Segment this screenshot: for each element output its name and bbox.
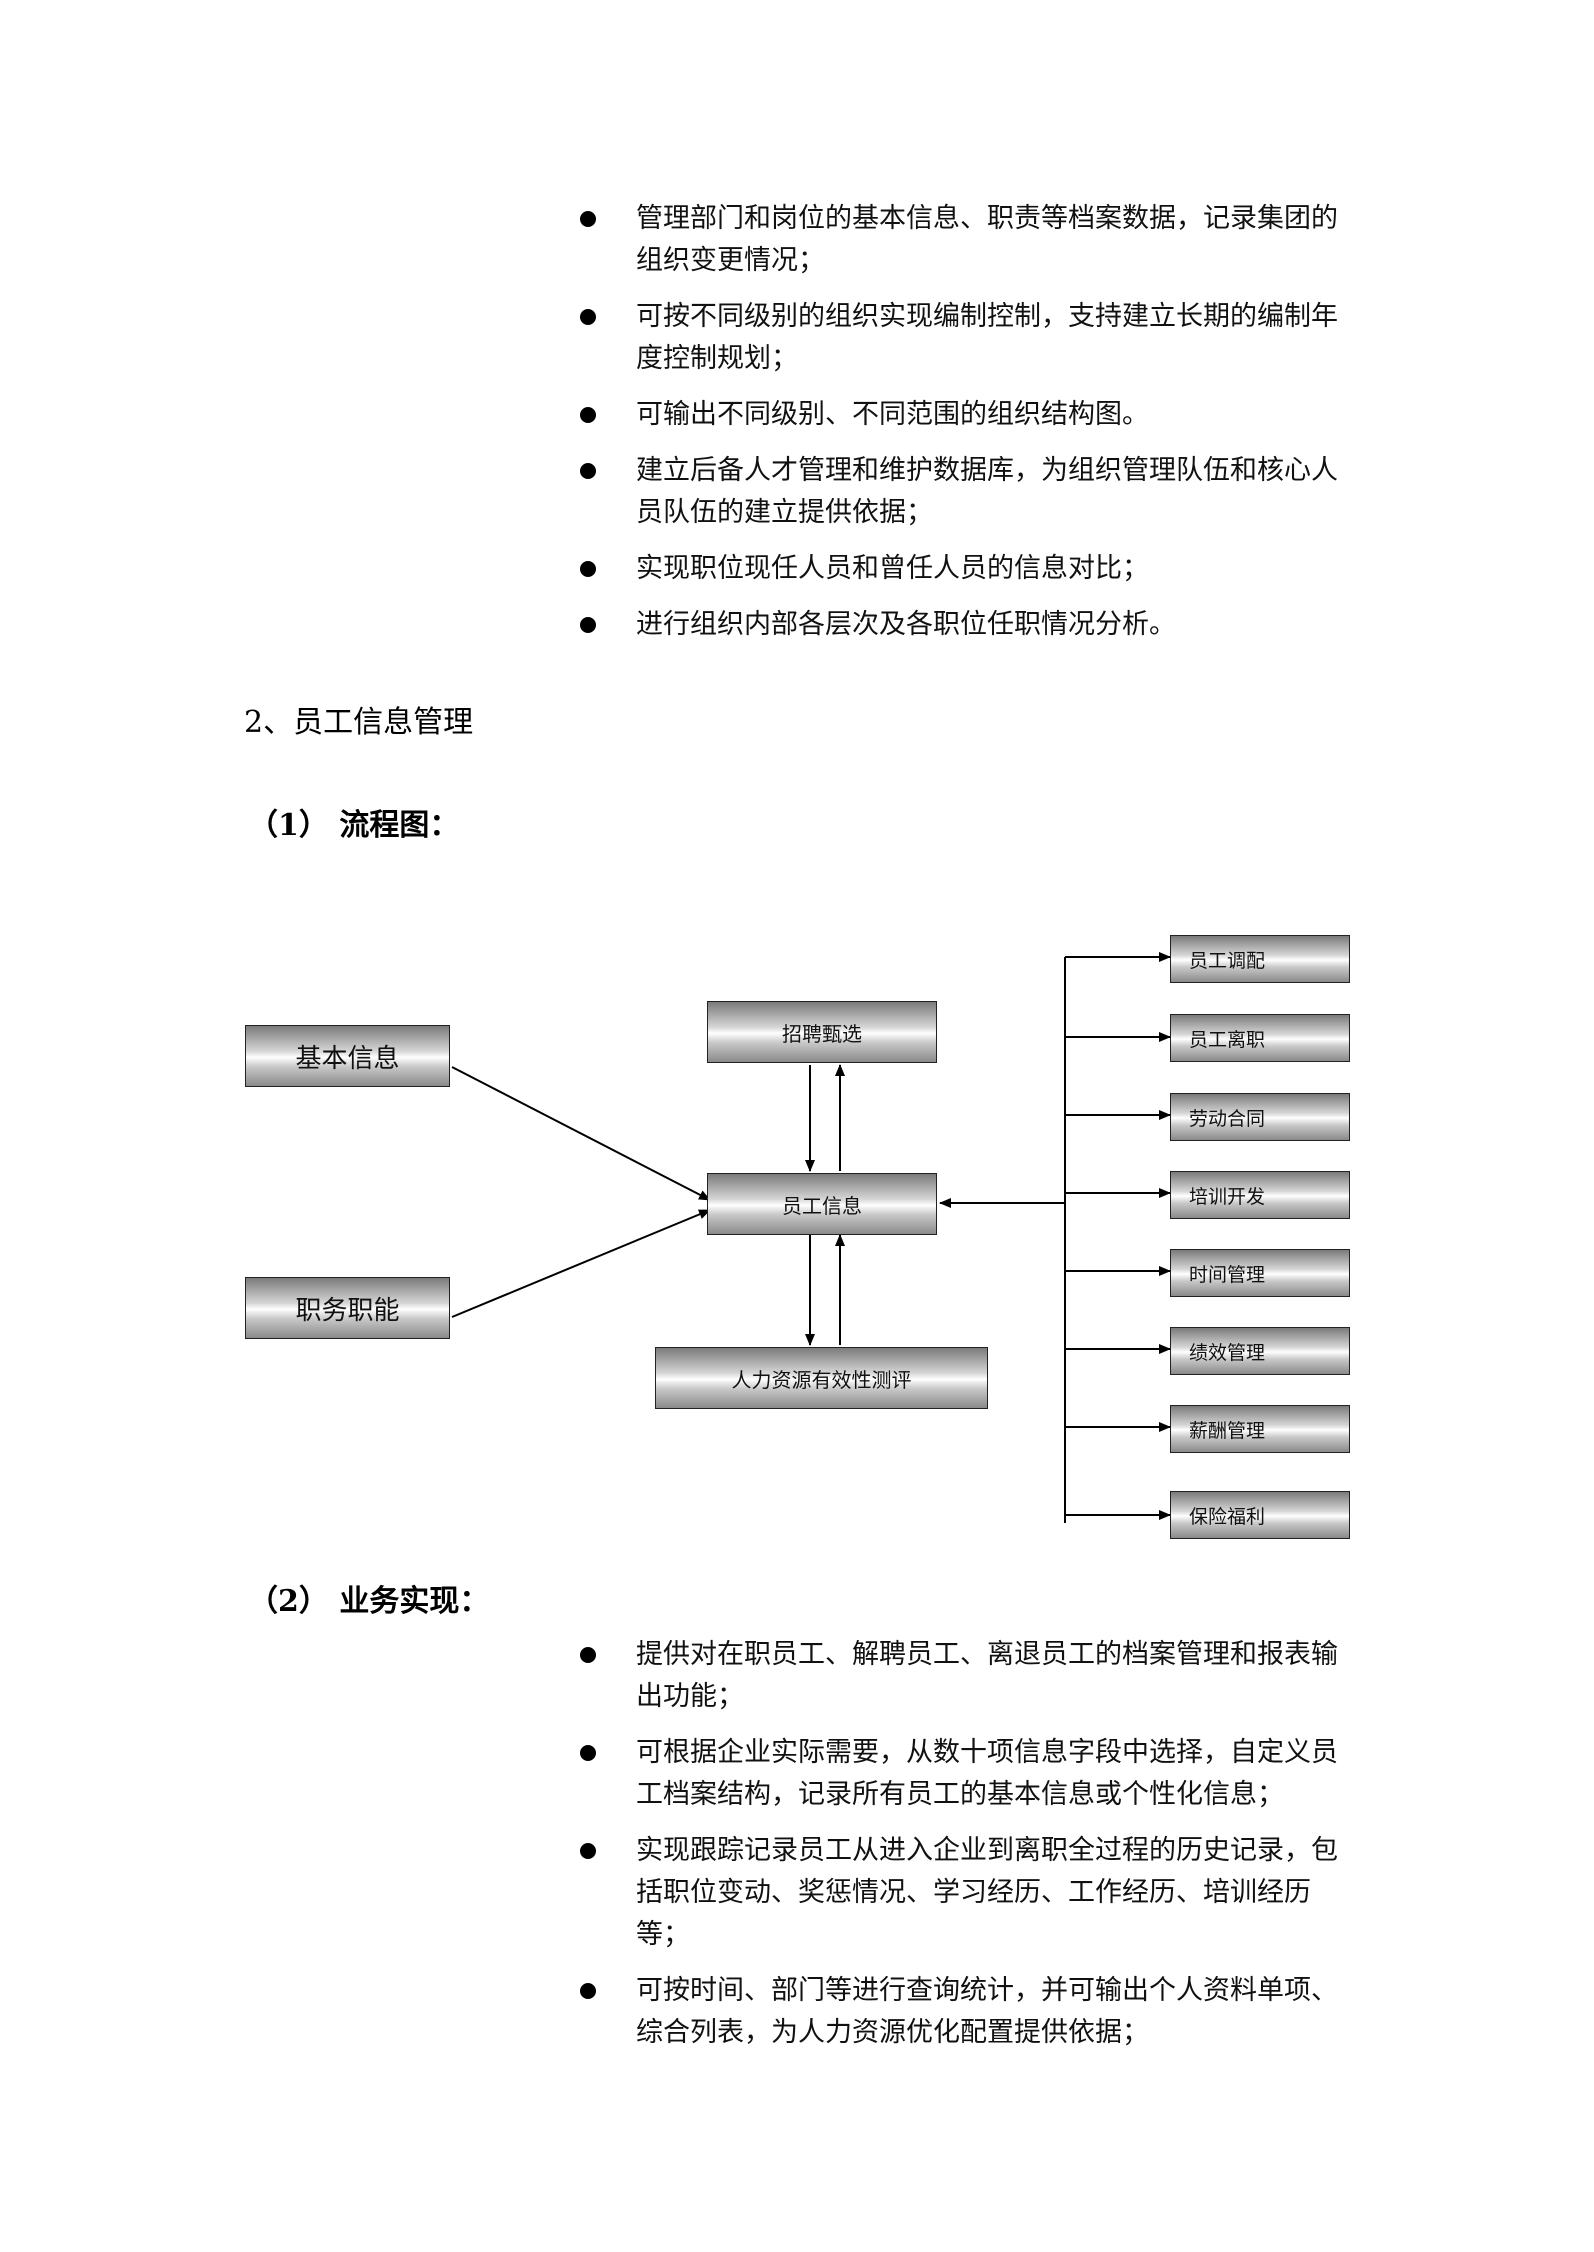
right-node: 劳动合同	[1170, 1093, 1350, 1141]
bullet-icon	[580, 1983, 596, 1999]
bullet-icon	[580, 1843, 596, 1859]
flowchart-connectors	[451, 952, 1171, 1523]
list-item: 实现职位现任人员和曾任人员的信息对比；	[580, 548, 1360, 590]
bottom-bullet-list: 提供对在职员工、解聘员工、离退员工的档案管理和报表输出功能； 可根据企业实际需要…	[580, 1634, 1360, 2068]
implementation-heading: （2） 业务实现：	[248, 1584, 490, 1619]
flowchart-heading: （1） 流程图：	[248, 808, 460, 843]
list-item: 实现跟踪记录员工从进入企业到离职全过程的历史记录，包括职位变动、奖惩情况、学习经…	[580, 1830, 1360, 1956]
right-node: 保险福利	[1170, 1491, 1350, 1539]
bullet-icon	[580, 211, 596, 227]
employee-info-node: 员工信息	[707, 1173, 937, 1235]
section-title: 2、员工信息管理	[244, 705, 474, 740]
bullet-icon	[580, 561, 596, 577]
hr-evaluation-node: 人力资源有效性测评	[655, 1347, 988, 1409]
bullet-icon	[580, 309, 596, 325]
bullet-icon	[580, 463, 596, 479]
right-node: 培训开发	[1170, 1171, 1350, 1219]
bullet-icon	[580, 617, 596, 633]
right-node: 时间管理	[1170, 1249, 1350, 1297]
right-node: 绩效管理	[1170, 1327, 1350, 1375]
bullet-icon	[580, 407, 596, 423]
right-node: 员工离职	[1170, 1014, 1350, 1062]
bullet-icon	[580, 1647, 596, 1663]
right-node: 员工调配	[1170, 935, 1350, 983]
list-item: 进行组织内部各层次及各职位任职情况分析。	[580, 604, 1360, 646]
list-item: 管理部门和岗位的基本信息、职责等档案数据，记录集团的组织变更情况；	[580, 198, 1360, 282]
top-bullet-list: 管理部门和岗位的基本信息、职责等档案数据，记录集团的组织变更情况； 可按不同级别…	[580, 198, 1360, 660]
basic-info-node: 基本信息	[245, 1025, 450, 1087]
list-item: 可输出不同级别、不同范围的组织结构图。	[580, 394, 1360, 436]
list-item: 可按不同级别的组织实现编制控制，支持建立长期的编制年度控制规划；	[580, 296, 1360, 380]
list-item: 可按时间、部门等进行查询统计，并可输出个人资料单项、综合列表，为人力资源优化配置…	[580, 1970, 1360, 2054]
right-node: 薪酬管理	[1170, 1405, 1350, 1453]
bullet-icon	[580, 1745, 596, 1761]
list-item: 可根据企业实际需要，从数十项信息字段中选择，自定义员工档案结构，记录所有员工的基…	[580, 1732, 1360, 1816]
list-item: 提供对在职员工、解聘员工、离退员工的档案管理和报表输出功能；	[580, 1634, 1360, 1718]
job-function-node: 职务职能	[245, 1277, 450, 1339]
flowchart: 基本信息 职务职能 招聘甄选 员工信息 人力资源有效性测评 员工调配 员工离职 …	[240, 925, 1360, 1565]
recruit-node: 招聘甄选	[707, 1001, 937, 1063]
list-item: 建立后备人才管理和维护数据库，为组织管理队伍和核心人员队伍的建立提供依据；	[580, 450, 1360, 534]
arrow-job-to-employee	[451, 1209, 711, 1318]
arrow-basic-to-employee	[451, 1066, 711, 1201]
